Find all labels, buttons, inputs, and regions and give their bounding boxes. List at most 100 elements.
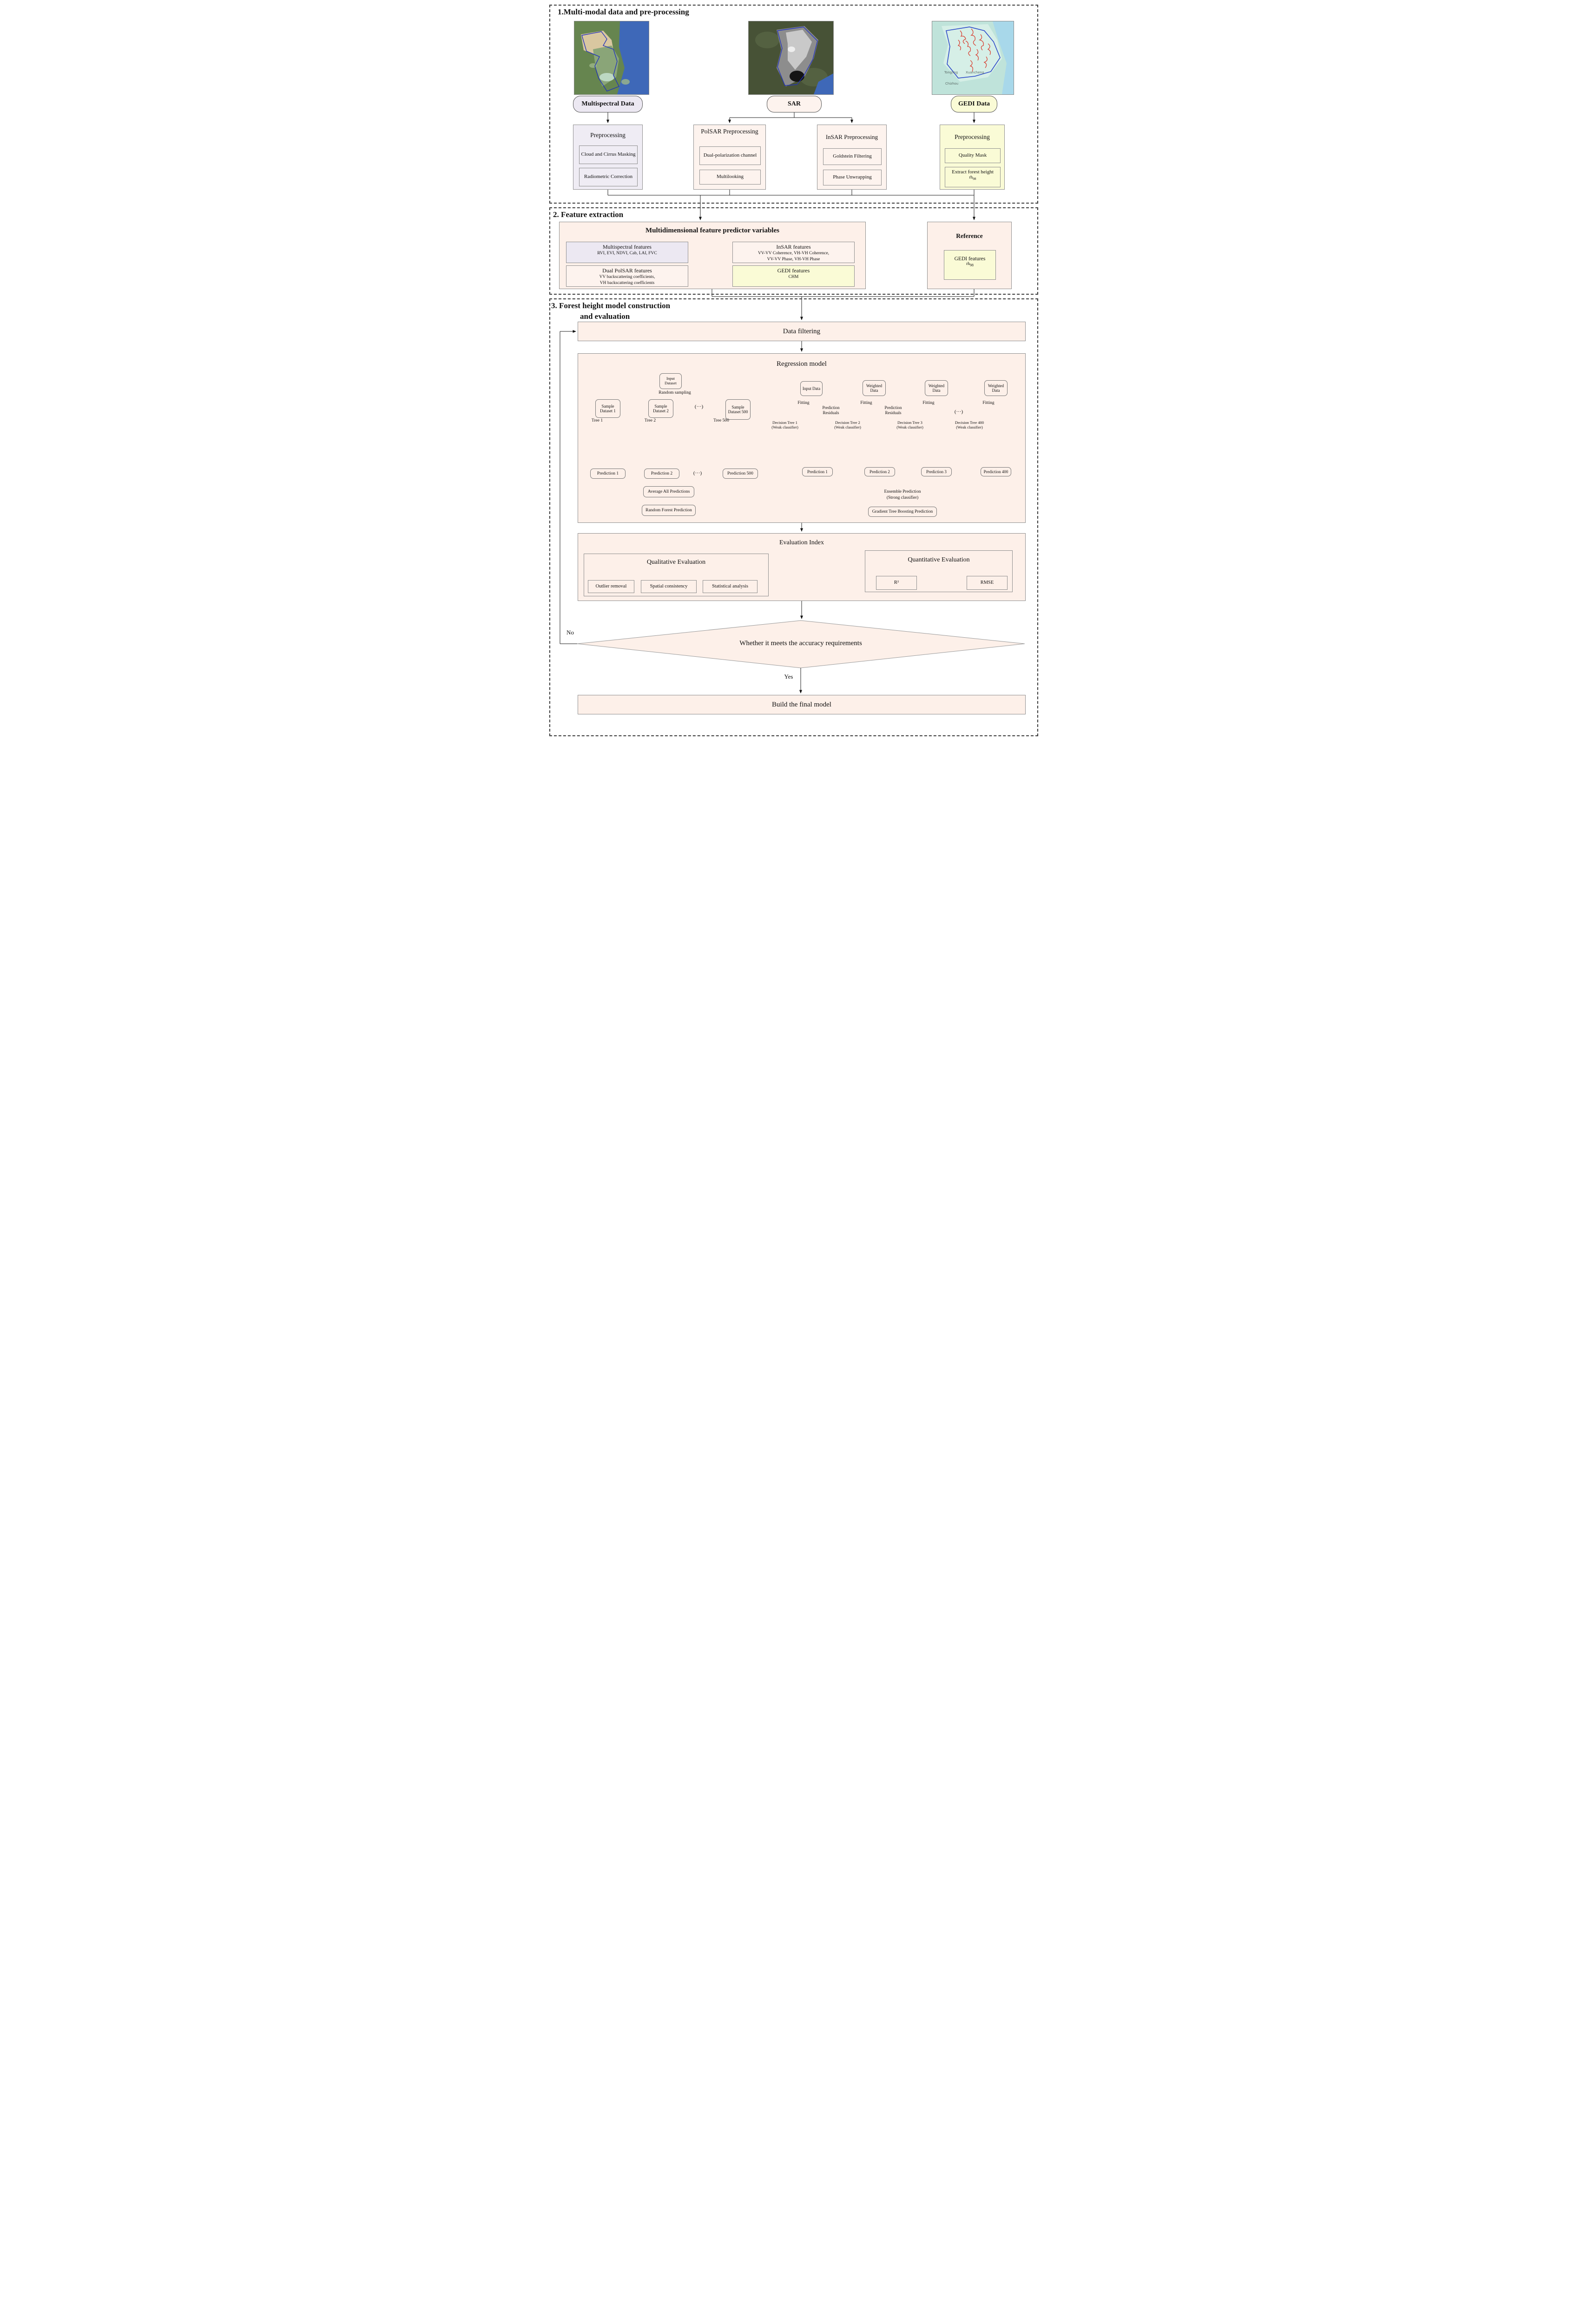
decision-tree-3-label: Decision Tree 3(Weak classifier) xyxy=(896,420,923,430)
step-cloud-cirrus-masking: Cloud and Cirrus Masking xyxy=(579,145,638,164)
extract-forest-height-text: Extract forest height xyxy=(952,169,994,175)
step-dual-polarization-channel: Dual-polarization channel xyxy=(699,146,761,165)
predictor-variables-box: Multidimensional feature predictor varia… xyxy=(559,222,866,289)
decision-tree-1-label: Decision Tree 1(Weak classifier) xyxy=(771,420,798,430)
section-1-title: 1.Multi-modal data and pre-processing xyxy=(558,7,689,16)
step-radiometric-correction: Radiometric Correction xyxy=(579,168,638,186)
average-all-predictions-box: Average All Predictions xyxy=(643,486,694,497)
no-branch-label: No xyxy=(566,629,574,636)
prediction-residuals-label: Prediction Residuals xyxy=(822,405,840,415)
gradient-tree-boosting-prediction-box: Gradient Tree Boosting Prediction xyxy=(868,507,937,517)
regression-model-title: Regression model xyxy=(777,360,827,368)
multispectral-data-pill: Multispectral Data xyxy=(573,96,643,112)
step-phase-unwrapping: Phase Unwrapping xyxy=(823,170,882,185)
section-3-title-line1: 3. Forest height model construction xyxy=(551,301,671,310)
reference-title: Reference xyxy=(956,232,983,239)
group-title: Dual PolSAR features xyxy=(602,267,652,274)
gb-weighted-data-box: Weighted Data xyxy=(984,380,1008,396)
multispectral-features-group: Multispectral features RVI, EVI, NDVI, C… xyxy=(566,242,688,263)
flowchart-canvas: 1.Multi-modal data and pre-processing xyxy=(544,0,1050,739)
gedi-data-pill: GEDI Data xyxy=(951,96,997,112)
gedi-map-city-label: Xuancheng xyxy=(966,71,984,74)
gedi-preprocessing-box: Preprocessing Quality Mask Extract fores… xyxy=(940,125,1005,190)
multispectral-map-image xyxy=(574,21,649,95)
rf-prediction-500-box: Prediction 500 xyxy=(723,469,758,479)
yes-branch-label: Yes xyxy=(784,673,793,680)
section-2-frame xyxy=(549,207,1038,295)
rh98-label: rh98 xyxy=(966,262,974,267)
polsar-preprocessing-box: PolSAR Preprocessing Dual-polarization c… xyxy=(693,125,766,190)
reference-box: Reference GEDI features rh98 xyxy=(927,222,1012,289)
fitting-label: Fitting xyxy=(860,401,872,405)
box-title: InSAR Preprocessing xyxy=(825,133,878,140)
predictor-variables-title: Multidimensional feature predictor varia… xyxy=(646,227,779,234)
gedi-map-image: Tongling Xuancheng Chizhou xyxy=(932,21,1014,95)
rf-prediction-2-box: Prediction 2 xyxy=(644,469,679,479)
qualitative-evaluation-box: Qualitative Evaluation Outlier removal S… xyxy=(584,554,769,596)
strong-classifier-label: (Strong classifier) xyxy=(886,495,919,500)
rf-predictions-ellipsis: (···) xyxy=(693,470,702,476)
tree-2-label: Tree 2 xyxy=(644,418,656,423)
random-forest-prediction-box: Random Forest Prediction xyxy=(642,505,696,516)
rf-input-dataset-box: Input Dataset xyxy=(659,373,682,389)
step-extract-forest-height: Extract forest height rh98 xyxy=(945,167,1001,187)
section-3-title-line2: and evaluation xyxy=(580,312,630,321)
rf-samples-ellipsis: (···) xyxy=(694,404,704,409)
rf-sample-dataset-2-box: Sample Dataset 2 xyxy=(648,399,673,418)
rf-sample-dataset-1-box: Sample Dataset 1 xyxy=(595,399,620,418)
prediction-residuals-label: Prediction Residuals xyxy=(884,405,902,415)
step-goldstein-filtering: Goldstein Filtering xyxy=(823,148,882,165)
gb-prediction-1-box: Prediction 1 xyxy=(802,467,833,476)
gb-prediction-3-box: Prediction 3 xyxy=(921,467,952,476)
gb-prediction-2-box: Prediction 2 xyxy=(864,467,895,476)
group-detail: RVI, EVI, NDVI, Cab, LAI, FVC xyxy=(597,251,657,256)
insar-features-group: InSAR features VV-VV Coherence, VH-VH Co… xyxy=(732,242,855,263)
insar-preprocessing-box: InSAR Preprocessing Goldstein Filtering … xyxy=(817,125,887,190)
gedi-map-city-label: Tongling xyxy=(944,71,958,74)
build-final-model-box: Build the final model xyxy=(578,695,1026,714)
group-title: GEDI features xyxy=(777,267,810,274)
decision-tree-2-label: Decision Tree 2(Weak classifier) xyxy=(834,420,861,430)
group-detail: VV-VV Phase, VH-VH Phase xyxy=(767,257,820,262)
box-title: Preprocessing xyxy=(955,133,990,140)
fitting-label: Fitting xyxy=(797,401,810,405)
group-title: InSAR features xyxy=(776,244,811,250)
sar-data-pill: SAR xyxy=(767,96,822,112)
group-title: Multispectral features xyxy=(603,244,652,250)
evaluation-index-title: Evaluation Index xyxy=(779,539,824,546)
regression-model-box: Regression model xyxy=(578,353,1026,523)
section-2-title: 2. Feature extraction xyxy=(553,210,624,219)
fitting-label: Fitting xyxy=(922,401,935,405)
gb-trees-ellipsis: (···) xyxy=(954,409,963,415)
gb-prediction-400-box: Prediction 400 xyxy=(981,467,1011,476)
fitting-label: Fitting xyxy=(982,401,995,405)
gb-weighted-data-box: Weighted Data xyxy=(863,380,886,396)
rf-prediction-1-box: Prediction 1 xyxy=(590,469,626,479)
outlier-removal-box: Outlier removal xyxy=(588,580,634,593)
quantitative-evaluation-title: Quantitative Evaluation xyxy=(908,556,970,563)
group-detail: CHM xyxy=(788,275,799,279)
evaluation-index-box: Evaluation Index Qualitative Evaluation … xyxy=(578,533,1026,601)
rh98-label: rh98 xyxy=(969,175,976,181)
multispectral-preprocessing-box: Preprocessing Cloud and Cirrus Masking R… xyxy=(573,125,643,190)
rmse-box: RMSE xyxy=(967,576,1008,590)
group-detail: VH backscattering coefficients xyxy=(599,280,655,285)
statistical-analysis-box: Statistical analysis xyxy=(703,580,757,593)
random-sampling-label: Random sampling xyxy=(659,390,691,395)
spatial-consistency-box: Spatial consistency xyxy=(641,580,697,593)
gedi-features-group: GEDI features CHM xyxy=(732,265,855,287)
gb-weighted-data-box: Weighted Data xyxy=(925,380,948,396)
decision-tree-400-label: Decision Tree 400(Weak classifier) xyxy=(955,420,984,430)
decision-diamond-text: Whether it meets the accuracy requiremen… xyxy=(739,640,862,647)
quantitative-evaluation-box: Quantitative Evaluation R² RMSE xyxy=(865,550,1013,592)
box-title: PolSAR Preprocessing xyxy=(701,128,758,135)
group-title: GEDI features xyxy=(954,256,986,262)
r-squared-box: R² xyxy=(876,576,917,590)
reference-gedi-features: GEDI features rh98 xyxy=(944,250,996,280)
section-1-frame xyxy=(549,5,1038,204)
gb-input-data-box: Input Data xyxy=(800,381,823,396)
step-quality-mask: Quality Mask xyxy=(945,148,1001,163)
tree-500-label: Tree 500 xyxy=(713,418,729,423)
section-3-frame xyxy=(549,298,1038,736)
data-filtering-box: Data filtering xyxy=(578,322,1026,341)
